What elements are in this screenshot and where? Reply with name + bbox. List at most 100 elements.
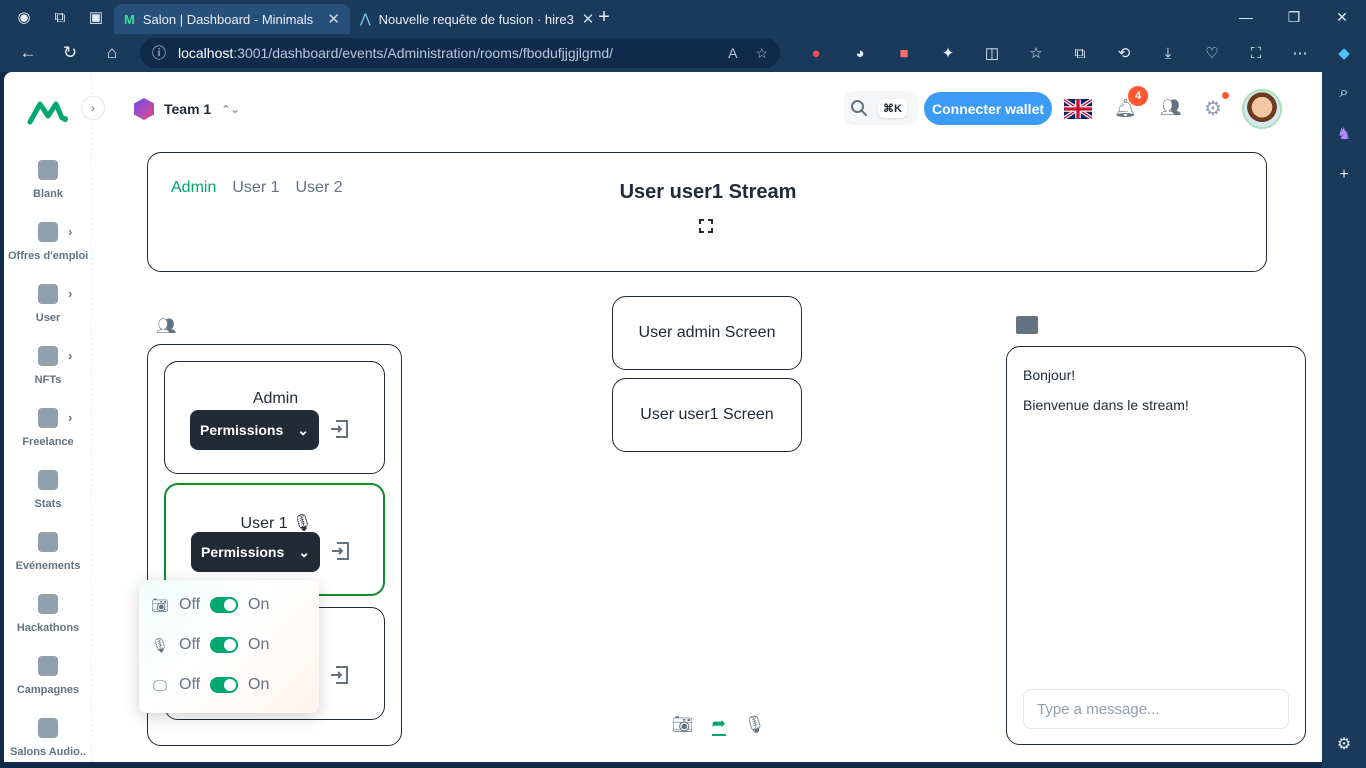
downloads-icon[interactable]: ⤓	[1164, 44, 1172, 62]
screen-share-toggle[interactable]	[210, 677, 239, 693]
edge-games-icon[interactable]: ♞	[1336, 126, 1352, 143]
edge-settings-icon[interactable]: ⚙	[1336, 736, 1352, 753]
sidebar-item-freelance[interactable]: › Freelance	[4, 408, 92, 448]
uk-flag-icon[interactable]	[1062, 98, 1094, 120]
microphone-toggle[interactable]	[210, 637, 239, 653]
chat-panel: Bonjour! Bienvenue dans le stream!	[1006, 346, 1306, 745]
permissions-label: Permissions	[200, 422, 284, 438]
on-label: On	[248, 596, 270, 613]
bank-icon	[38, 656, 58, 676]
split-screen-icon[interactable]: ◫	[984, 45, 1000, 62]
tab-actions-icon[interactable]: ▣	[88, 9, 104, 26]
participant-card-admin: Admin Permissions ⌄	[164, 361, 385, 474]
sidebar-item-hackathons[interactable]: Hackathons	[4, 594, 92, 634]
reload-icon[interactable]: ↻	[62, 43, 78, 62]
address-bar[interactable]: ⓘ localhost:3001/dashboard/events/Admini…	[140, 38, 780, 68]
exit-icon[interactable]	[328, 664, 350, 686]
new-tab-icon[interactable]: +	[598, 5, 610, 28]
participants-icon: 👥︎	[156, 318, 177, 335]
settings-gear-icon[interactable]: ⚙	[1204, 98, 1222, 120]
edge-search-icon[interactable]: ⌕	[1339, 84, 1349, 101]
permissions-button[interactable]: Permissions ⌄	[190, 410, 319, 450]
sidebar-item-nfts[interactable]: › NFTs	[4, 346, 92, 386]
microphone-icon[interactable]: 🎙︎	[743, 715, 766, 734]
camera-permission-row: 📷︎ Off On	[151, 596, 269, 614]
contacts-icon[interactable]: 👥︎	[1160, 98, 1182, 117]
tab-user-2[interactable]: User 2	[295, 179, 343, 196]
minimals-logo[interactable]	[27, 100, 68, 125]
user-avatar[interactable]	[1242, 89, 1282, 129]
admin-screen-button[interactable]: User admin Screen	[612, 296, 802, 370]
flag-icon	[38, 594, 58, 614]
camera-icon: 📷︎	[151, 596, 169, 613]
connect-wallet-button[interactable]: Connecter wallet	[924, 92, 1052, 125]
close-tab-icon[interactable]: ✕	[581, 11, 595, 28]
sidebar-item-evenements[interactable]: Evénements	[4, 532, 92, 572]
sidebar-item-blank[interactable]: Blank	[4, 160, 92, 200]
stop-extension-icon[interactable]: ●	[811, 44, 821, 62]
address-toolbar: ← ↻ ⌂ ⓘ localhost:3001/dashboard/events/…	[0, 34, 1366, 72]
workspaces-icon[interactable]: ⧉	[54, 8, 66, 26]
url-host: localhost	[178, 45, 234, 61]
top-header: Team 1 ⌃⌄ ⌘K Connecter wallet 🔔︎ 4 👥︎ ⚙	[92, 72, 1322, 144]
exit-icon[interactable]	[329, 540, 351, 562]
sidebar-item-label: User	[35, 312, 61, 324]
back-icon[interactable]: ←	[19, 43, 37, 62]
close-window-icon[interactable]: ✕	[1336, 8, 1348, 25]
performance-icon[interactable]: ♡	[1205, 45, 1219, 62]
chat-message-input[interactable]	[1023, 689, 1289, 729]
more-menu-icon[interactable]: ⋯	[1292, 45, 1308, 62]
sidebar-item-stats[interactable]: Stats	[4, 470, 92, 510]
search-icon	[851, 100, 867, 116]
profile-icon[interactable]: ◉	[17, 9, 31, 26]
close-tab-icon[interactable]: ✕	[327, 11, 340, 28]
sidebar-item-salons-audio[interactable]: Salons Audio..	[4, 718, 92, 758]
tab-title: Salon | Dashboard - Minimals	[142, 11, 314, 27]
tab-bar: ◉ ⧉ ▣ M Salon | Dashboard - Minimals ✕ ⋀…	[0, 0, 1366, 34]
edge-sidebar: ⌕ ♞ + ⚙	[1322, 72, 1366, 768]
red-extension-icon[interactable]: ■	[899, 44, 909, 62]
history-icon[interactable]: ⟲	[1117, 45, 1131, 62]
minimize-icon[interactable]: —	[1239, 8, 1253, 25]
exit-icon[interactable]	[328, 418, 350, 440]
favorites-icon[interactable]: ☆	[1029, 45, 1043, 62]
permissions-button[interactable]: Permissions ⌄	[191, 532, 320, 572]
fullscreen-icon[interactable]	[699, 219, 713, 233]
mask-extension-icon[interactable]: ◕	[855, 44, 865, 62]
screen-share-icon: 🖵︎	[153, 676, 167, 693]
app-viewport: › Blank › Offres d'emploi › User › NFTs …	[4, 72, 1322, 762]
tab-salon-dashboard[interactable]: M Salon | Dashboard - Minimals ✕	[114, 4, 350, 34]
chevron-right-icon: ›	[68, 410, 73, 425]
user1-screen-button[interactable]: User user1 Screen	[612, 378, 802, 452]
tab-merge-request[interactable]: ⋀ Nouvelle requête de fusion · hire3 ✕	[350, 4, 594, 34]
browser-chrome: ◉ ⧉ ▣ M Salon | Dashboard - Minimals ✕ ⋀…	[0, 0, 1366, 72]
search-button[interactable]: ⌘K	[844, 91, 918, 125]
camera-icon[interactable]: 📷︎	[672, 715, 694, 734]
screenshot-icon[interactable]: ⛶	[1250, 44, 1262, 62]
sidebar-item-label: Blank	[33, 188, 63, 200]
tab-user-1[interactable]: User 1	[232, 179, 280, 196]
home-icon[interactable]: ⌂	[106, 43, 118, 62]
collections-icon[interactable]: ⧉	[1074, 44, 1086, 62]
notification-badge: 4	[1128, 86, 1148, 106]
sidebar-item-offres[interactable]: › Offres d'emploi	[4, 222, 92, 262]
favorite-star-icon[interactable]: ☆	[755, 44, 768, 61]
site-info-icon[interactable]: ⓘ	[152, 45, 166, 61]
edge-add-icon[interactable]: +	[1339, 166, 1349, 183]
restore-icon[interactable]: ❐	[1287, 8, 1301, 25]
screen-share-icon[interactable]: ➦	[711, 714, 726, 736]
file-icon	[38, 160, 58, 180]
chat-message: Bienvenue dans le stream!	[1023, 397, 1189, 413]
sidebar-item-user[interactable]: › User	[4, 284, 92, 324]
copilot-icon[interactable]: ◆	[1338, 45, 1350, 62]
sidebar-item-label: Offres d'emploi	[8, 250, 89, 262]
chevron-down-icon: ⌄	[297, 421, 309, 438]
tab-admin[interactable]: Admin	[171, 179, 217, 196]
camera-toggle[interactable]	[210, 597, 239, 613]
team-switcher[interactable]: Team 1 ⌃⌄	[134, 98, 240, 120]
sidebar-item-campagnes[interactable]: Campagnes	[4, 656, 92, 696]
read-aloud-icon[interactable]: A	[728, 44, 738, 61]
microphone-icon: 🎙︎	[151, 636, 169, 653]
sidebar-collapse-button[interactable]: ›	[81, 96, 105, 120]
extensions-icon[interactable]: ✦	[941, 45, 955, 62]
